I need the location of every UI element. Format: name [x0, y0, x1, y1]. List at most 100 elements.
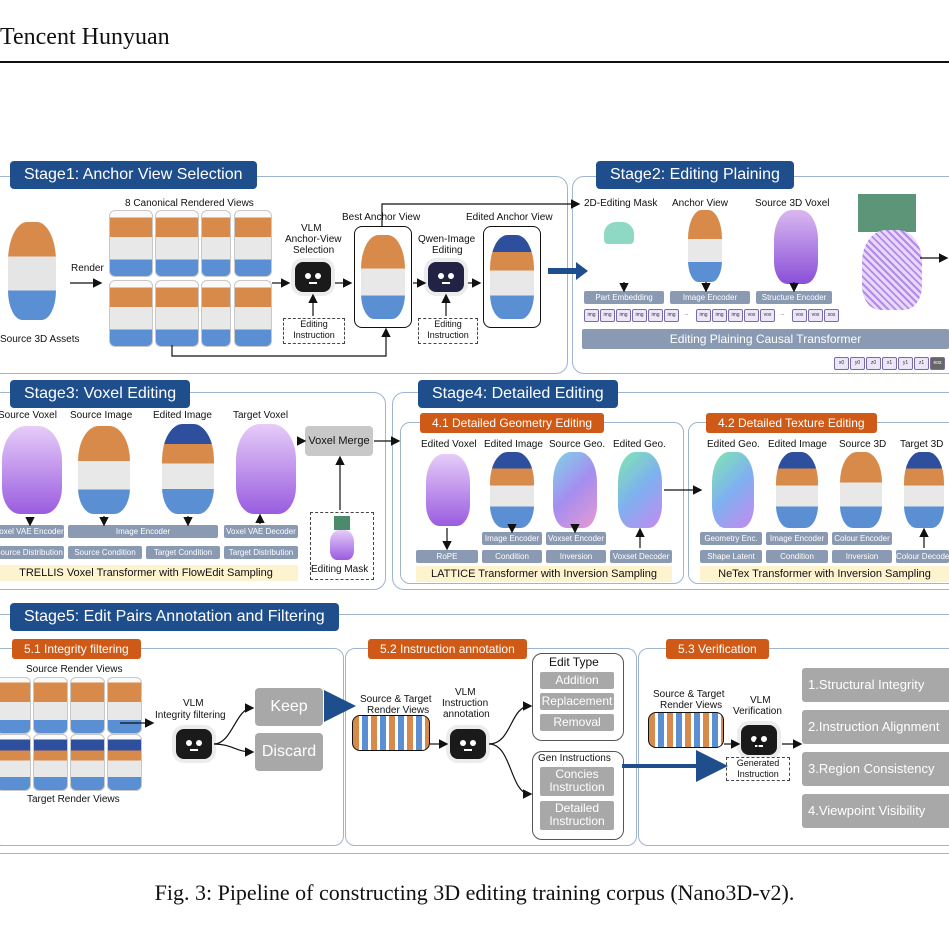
target-condition-bar: Target Condition [146, 546, 220, 559]
input-token: img [696, 309, 711, 322]
concise-instruction: Concies Instruction [540, 767, 614, 796]
source-render-views-label: Source Render Views [26, 664, 123, 675]
trellis-transformer: TRELLIS Voxel Transformer with FlowEdit … [0, 565, 298, 581]
edit-type-addition: Addition [540, 672, 614, 689]
geo-edited-voxel [426, 454, 470, 526]
tex-bar-geometry-enc: Geometry Enc. [700, 532, 762, 545]
figure-caption: Fig. 3: Pipeline of constructing 3D edit… [154, 880, 795, 905]
source-condition-bar: Source Condition [68, 546, 142, 559]
stage2-title: Stage2: Editing Plaining [596, 161, 794, 189]
s5-robot-icon-2 [450, 729, 486, 759]
integrity-filtering-label: Integrity filtering [155, 710, 226, 721]
edit-type-replacement: Replacement [540, 693, 614, 710]
discard-box: Discard [255, 733, 323, 771]
mask-label: 2D-Editing Mask [584, 198, 658, 209]
edited-anchor-view-label: Edited Anchor View [466, 212, 553, 223]
input-token: img [632, 309, 647, 322]
edit-type-removal: Removal [540, 714, 614, 731]
s3-source-voxel-label: Source Voxel [0, 410, 57, 421]
output-token: x1 [882, 357, 897, 370]
structure-encoder-bar: Structure Encoder [756, 291, 832, 304]
check-structural-integrity: 1.Structural Integrity [802, 668, 949, 702]
editing-mask-voxel [330, 530, 354, 560]
geo-bar-condition: Condition [482, 550, 542, 563]
s5-robot-icon-1 [176, 729, 212, 759]
s3-edited-image-label: Edited Image [153, 410, 212, 421]
anchor-view-label: Anchor View [672, 198, 728, 209]
instruction-label: Instruction [442, 698, 489, 709]
geo-label-3: Source Geo. [549, 439, 606, 450]
render-view-thumb [33, 734, 68, 791]
canonical-view-1 [109, 210, 153, 277]
canonical-view-2 [155, 210, 199, 277]
source-distribution-bar: Source Distribution [0, 546, 64, 559]
anchor-view-selection-1: Anchor-View [285, 234, 342, 245]
canonical-view-6 [155, 280, 199, 347]
input-token: img [664, 309, 679, 322]
input-token: img [728, 309, 743, 322]
geo-bar-rope: RoPE [416, 550, 478, 563]
tex-bar-condition: Condition [766, 550, 828, 563]
canonical-view-5 [109, 280, 153, 347]
render-view-thumb [33, 677, 68, 734]
s3-source-image-label: Source Image [70, 410, 133, 421]
tex-bar-colour-decoder: Colour Decoder [896, 550, 949, 563]
editing-mask-shape [604, 222, 634, 244]
render-view-thumb [0, 734, 31, 791]
header-rule [0, 61, 949, 63]
instruction-title: 5.2 Instruction annotation [368, 639, 527, 659]
input-token: img [712, 309, 727, 322]
geo-label-1: Edited Voxel [421, 439, 477, 450]
input-token: img [600, 309, 615, 322]
stage3-title: Stage3: Voxel Editing [10, 380, 191, 408]
input-token: img [648, 309, 663, 322]
geo-edited-image [490, 452, 534, 528]
detailed-instruction: Detailed Instruction [540, 801, 614, 830]
s3-target-voxel-label: Target Voxel [233, 410, 289, 421]
ver-vlm-label: VLM [750, 695, 771, 706]
geo-edited-geo [618, 452, 662, 528]
s3-source-voxel [2, 426, 62, 514]
tex-source-3d [840, 452, 882, 528]
gen-instructions-title: Gen Instructions [538, 753, 611, 764]
editing-plaining-transformer: Editing Plaining Causal Transformer [582, 329, 949, 349]
qwen-robot-icon [428, 262, 464, 292]
tex-label-4: Target 3D [900, 439, 944, 450]
geo-source-geo [553, 452, 597, 528]
vlm-label-1: VLM [301, 223, 322, 234]
verification-title: 5.3 Verification [666, 639, 769, 659]
editing-instruction-box-2: Editing Instruction [418, 318, 478, 344]
stage5-title: Stage5: Edit Pairs Annotation and Filter… [10, 603, 339, 631]
tex-bar-image-encoder: Image Encoder [766, 532, 828, 545]
annotation-label: annotation [443, 709, 490, 720]
image-encoder-bar-s2: Image Encoder [670, 291, 750, 304]
editing-instruction-box-1: Editing Instruction [283, 318, 345, 344]
tex-label-1: Edited Geo. [707, 439, 760, 450]
tex-bar-colour-encoder: Colour Encoder [832, 532, 892, 545]
s3-image-encoder-bar: Image Encoder [68, 525, 218, 538]
geo-bar-image-encoder: Image Encoder [482, 532, 542, 545]
ver-verification-label: Verification [733, 706, 782, 717]
output-token: eos [930, 357, 945, 370]
voxel-merge-box: Voxel Merge [305, 426, 373, 456]
output-token: y1 [898, 357, 913, 370]
header-title: Tencent Hunyuan [0, 24, 170, 50]
input-token: img [584, 309, 599, 322]
input-token: ... [684, 311, 689, 317]
editing-mask-cube [334, 516, 350, 530]
target-distribution-bar: Target Distribution [224, 546, 298, 559]
ver-st-render-1: Source & Target [653, 689, 725, 700]
tex-target-3d [904, 452, 944, 528]
best-anchor-view-label: Best Anchor View [342, 212, 421, 223]
edited-anchor-cat [490, 235, 534, 319]
output-token: y0 [850, 357, 865, 370]
stage4-title: Stage4: Detailed Editing [418, 380, 618, 408]
tex-title: 4.2 Detailed Texture Editing [706, 413, 877, 433]
input-token: sos [824, 309, 839, 322]
anchor-view-selection-2: Selection [293, 245, 335, 256]
input-token: vox [744, 309, 759, 322]
tex-bar-inversion: Inversion [832, 550, 892, 563]
lattice-transformer: LATTICE Transformer with Inversion Sampl… [416, 566, 672, 582]
source-voxel-label: Source 3D Voxel [755, 198, 830, 209]
